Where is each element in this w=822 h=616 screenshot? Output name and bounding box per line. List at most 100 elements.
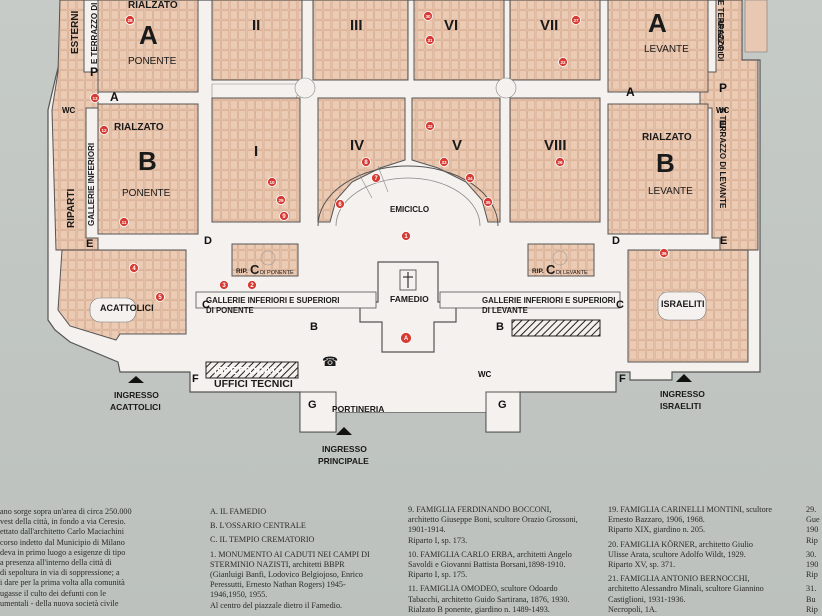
legend-line: 190 <box>806 525 819 535</box>
legend-line: 10. FAMIGLIA CARLO ERBA, architetti Ange… <box>408 549 572 559</box>
monument-marker-number: 26 <box>557 160 563 165</box>
location-letter: WC <box>478 370 492 379</box>
section-iii: III <box>350 17 363 34</box>
phone-icon: ☎ <box>322 354 338 369</box>
entrance-israeliti-arrow <box>676 374 692 382</box>
monument-marker: 8 <box>361 157 371 167</box>
ispettorato-building <box>205 361 299 379</box>
section-i: I <box>254 143 258 160</box>
legend-intro-line: ano sorge sopra un'area di circa 250.000 <box>0 507 132 516</box>
block-ii <box>211 0 303 81</box>
monument-marker: 33 <box>439 157 449 167</box>
monument-marker: 30 <box>423 11 433 21</box>
legend-line: Rip <box>806 604 818 614</box>
section-b-ponente-side: PONENTE <box>122 188 171 199</box>
section-viii: VIII <box>544 137 567 154</box>
monument-marker-number: 6 <box>338 202 342 208</box>
location-letter: B <box>310 321 318 333</box>
location-letter: C <box>202 299 210 311</box>
legend-line: 21. FAMIGLIA ANTONIO BERNOCCHI, <box>608 574 750 584</box>
monument-marker: 29 <box>276 195 286 205</box>
monument-marker: 7 <box>371 173 381 183</box>
monument-marker: 26 <box>555 157 565 167</box>
legend-col-famedio: A. IL FAMEDIO B. L'OSSARIO CENTRALE C. I… <box>210 507 390 616</box>
section-a-ponente-letter: A <box>139 20 158 50</box>
legend-line: 11. FAMIGLIA OMODEO, scultore Odoardo <box>408 584 558 594</box>
block-i <box>211 97 301 223</box>
monument-marker-number: 27 <box>573 18 579 23</box>
label-ingresso-israeliti-1: INGRESSO <box>660 389 705 399</box>
section-vii: VII <box>540 17 558 34</box>
block-iv <box>317 97 406 223</box>
legend-intro-line: ugasse il culto dei defunti con le <box>0 588 106 598</box>
monument-marker-number: 13 <box>92 96 98 101</box>
legend-line: 29. <box>806 505 817 514</box>
location-letter: B <box>496 321 504 333</box>
monument-marker: 4 <box>129 263 139 273</box>
block-a-levante <box>607 0 709 93</box>
monument-marker-number: 32 <box>427 124 433 129</box>
location-letter: G <box>308 399 317 411</box>
section-a-ponente-name: RIALZATO <box>128 0 178 11</box>
monument-marker: 28 <box>125 15 135 25</box>
label-gallerie-ponente-2: DI PONENTE <box>206 306 254 315</box>
legend-line: Peressutti, Ernesto Nathan Rogers) 1945- <box>210 580 346 590</box>
legend-line: C. IL TEMPIO CREMATORIO <box>210 535 315 545</box>
label-rip-c-ponente-side: DI PONENTE <box>260 270 294 276</box>
location-letter: WC <box>62 106 76 115</box>
section-vi: VI <box>444 17 458 34</box>
monument-marker: A <box>400 332 412 344</box>
legend-line: Rip <box>806 570 818 580</box>
entrance-acattolici-arrow <box>128 376 144 383</box>
legend-line: Al centro del piazzale dietro il Famedio… <box>210 600 343 610</box>
label-rip-c-levante-letter: C <box>546 262 556 277</box>
location-letter: P <box>90 65 98 79</box>
monument-marker: 13 <box>90 93 100 103</box>
legend-line: Riparto I, sp. 175. <box>408 570 468 580</box>
monument-marker-number: 11 <box>122 220 127 225</box>
block-iii <box>312 0 409 81</box>
legend-line: 19. FAMIGLIA CARINELLI MONTINI, scultore <box>608 505 773 514</box>
monument-marker: 34 <box>465 173 475 183</box>
monument-marker-number: 31 <box>427 38 433 43</box>
legend-line: Rialzato B ponente, giardino n. 1489-149… <box>408 604 550 614</box>
section-b-levante-name: RIALZATO <box>642 132 692 143</box>
legend-line: Rip <box>806 535 818 545</box>
section-iv: IV <box>350 137 364 154</box>
west-gallery <box>51 0 99 251</box>
monument-marker-number: 8 <box>364 160 368 166</box>
legend-line: Riparto XV, sp. 371. <box>608 560 676 570</box>
location-letter: WC <box>716 106 730 115</box>
location-letter: E <box>719 119 726 131</box>
block-viii <box>509 97 601 223</box>
label-gallerie-levante-2: DI LEVANTE <box>482 306 528 315</box>
monument-marker-number: 29 <box>278 198 284 203</box>
monument-marker: 10 <box>267 177 277 187</box>
label-inferiori-top: INFERIORI <box>716 18 723 53</box>
monument-marker: 27 <box>571 15 581 25</box>
location-letter: E <box>86 238 93 250</box>
label-portineria: PORTINERIA <box>332 404 384 414</box>
monument-marker: 2 <box>247 280 257 290</box>
location-letter: F <box>619 373 626 385</box>
legend-intro-line: umentali - della nuova società civile <box>0 598 119 608</box>
monument-marker-number: A <box>404 336 409 342</box>
monument-marker-number: 1 <box>404 234 408 240</box>
legend-line: 1901-1914. <box>408 525 446 535</box>
label-ingresso-israeliti-2: ISRAELITI <box>660 401 701 411</box>
legend-line: 190 <box>806 560 819 570</box>
monument-marker-number: 10 <box>269 180 275 185</box>
label-ispettorato: ISPETTORATO <box>214 366 284 377</box>
label-famedio: FAMEDIO <box>390 294 429 304</box>
legend-line: Ernesto Bazzaro, 1906, 1968. <box>608 515 705 525</box>
monument-marker-number: 2 <box>250 283 254 289</box>
monument-marker-number: 4 <box>132 266 136 272</box>
label-rip-c-levante-side: DI LEVANTE <box>556 270 588 276</box>
legend-col-bocconi: 9. FAMIGLIA FERDINANDO BOCCONI,architett… <box>408 505 598 616</box>
legend-line: A. IL FAMEDIO <box>210 507 267 516</box>
monument-marker: 3 <box>219 280 229 290</box>
section-b-levante-side: LEVANTE <box>648 186 693 197</box>
label-ingresso-acattolici-2: ACATTOLICI <box>110 402 161 412</box>
section-b-ponente-name: RIALZATO <box>114 122 164 133</box>
